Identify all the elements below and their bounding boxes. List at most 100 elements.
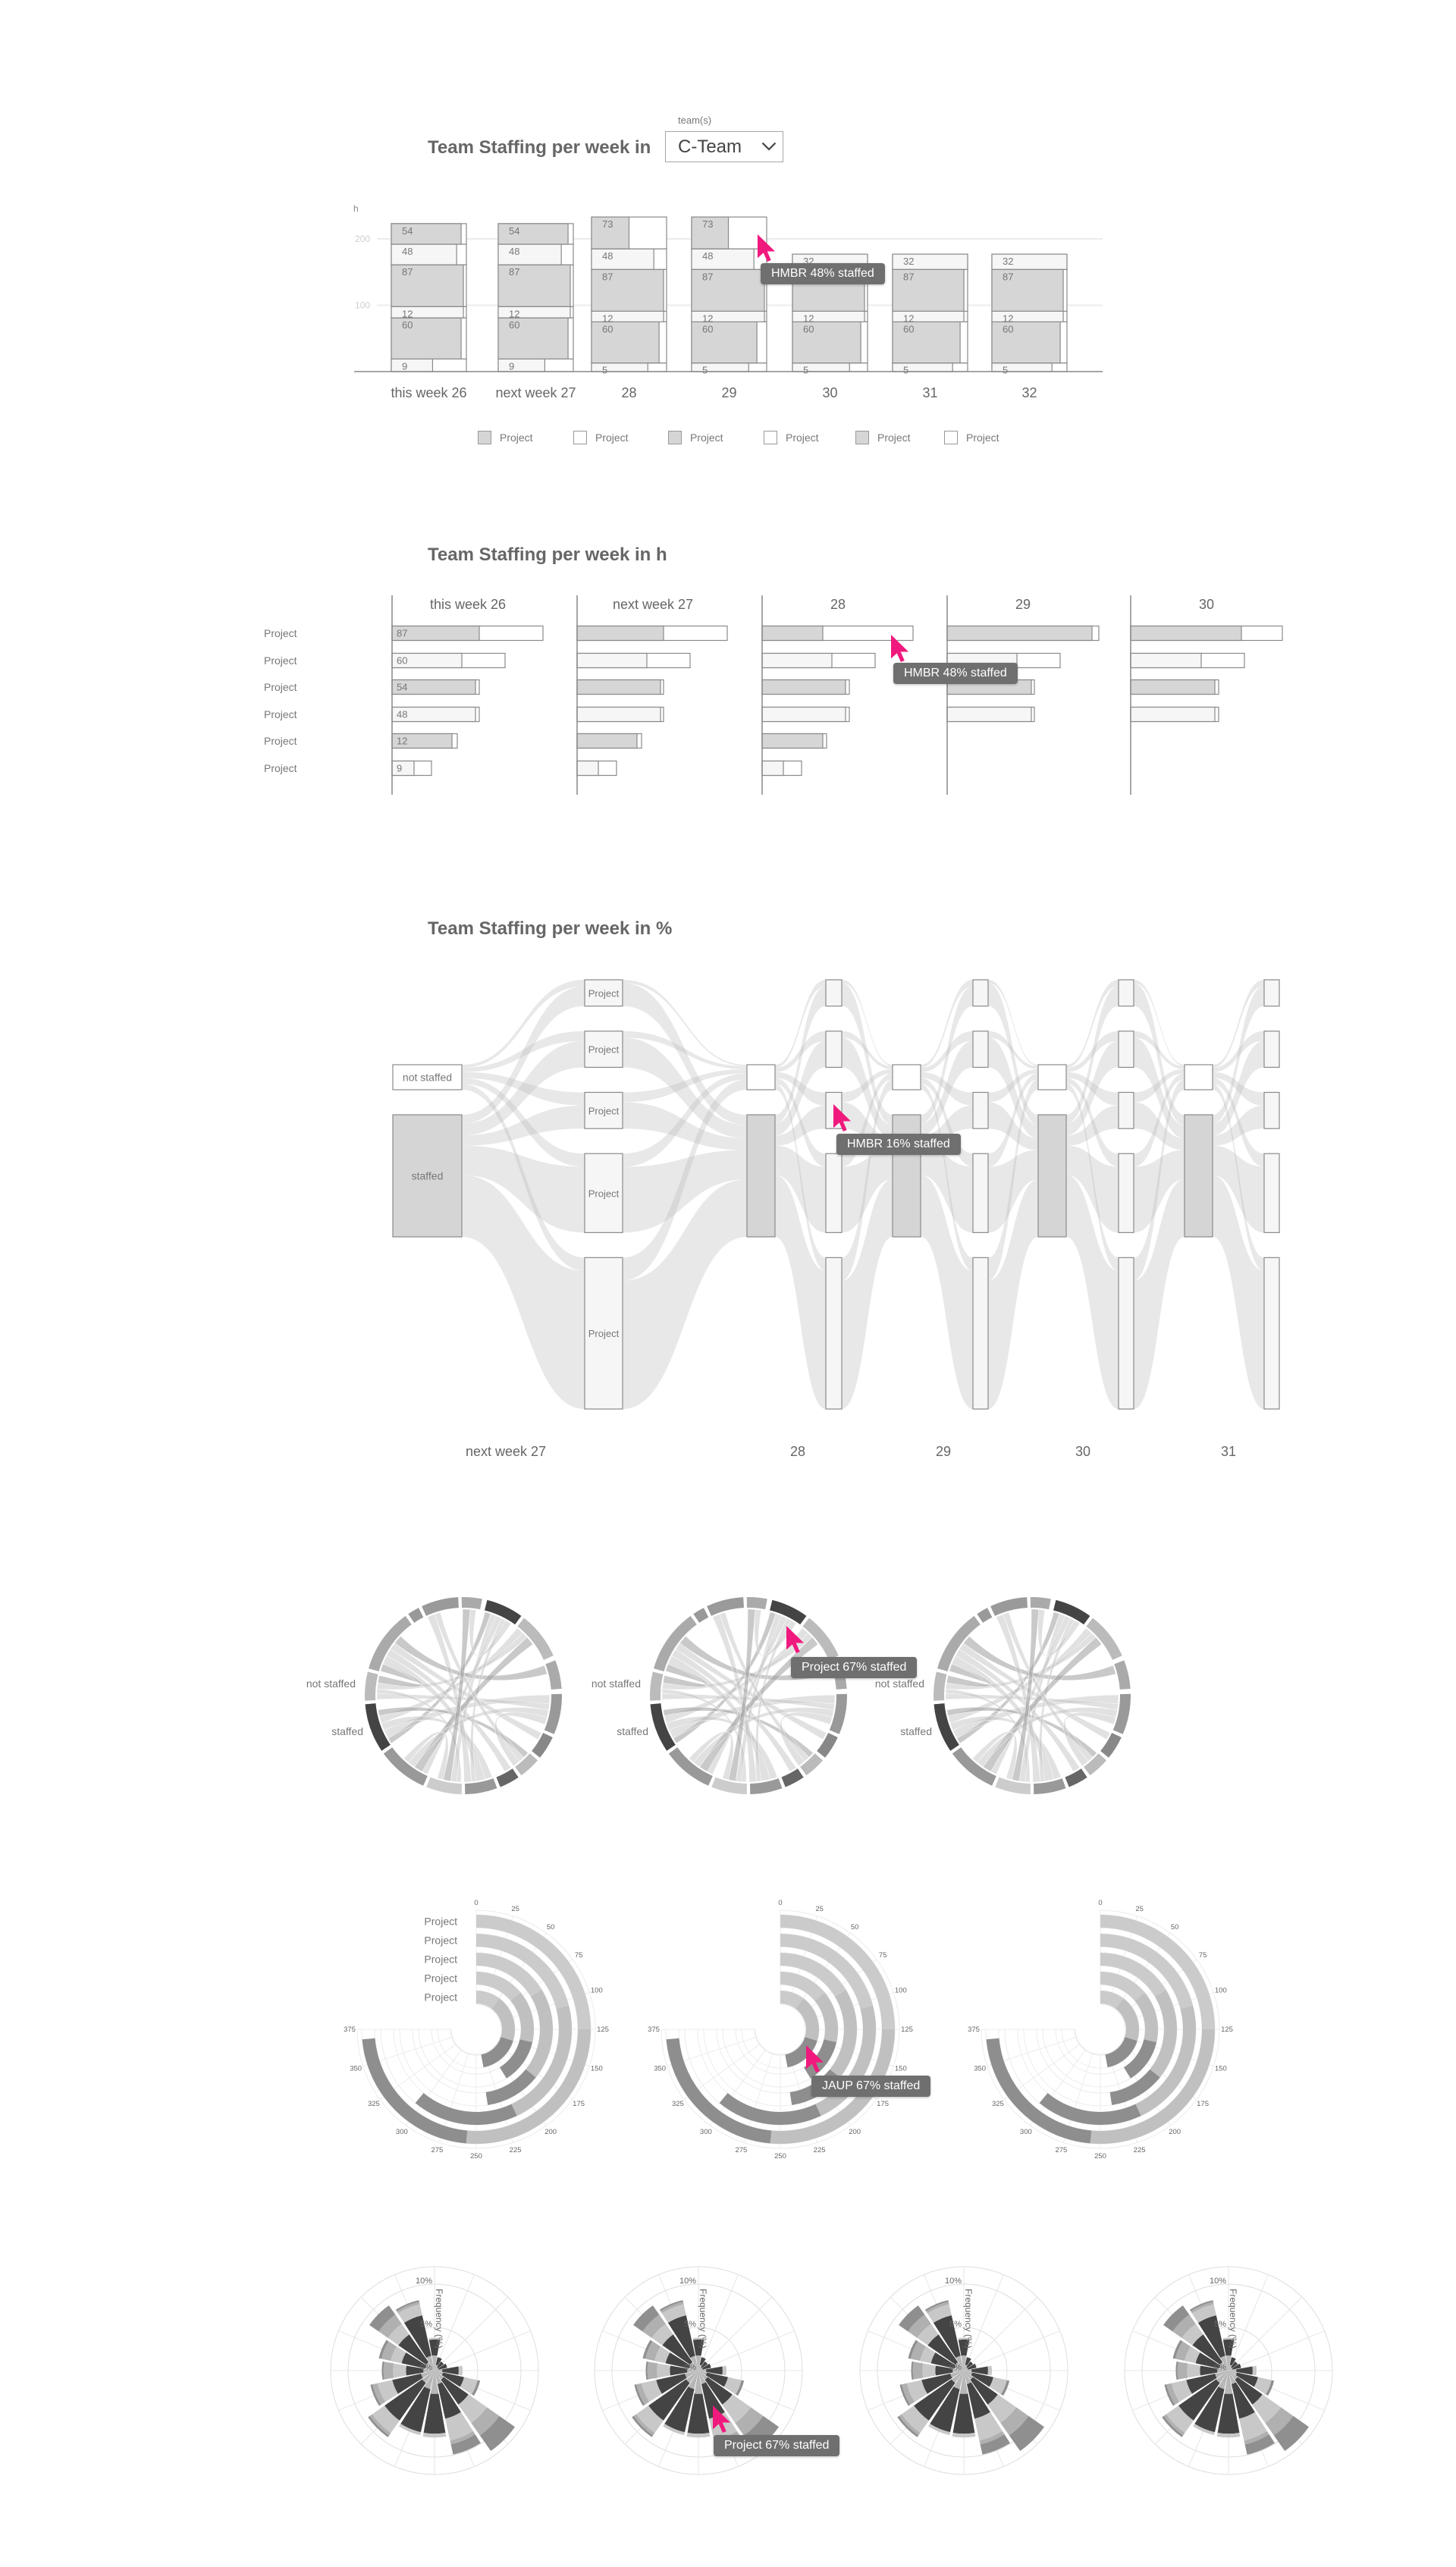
- sankey-link[interactable]: [462, 1072, 585, 1106]
- wind-rose-wedge[interactable]: [698, 2367, 702, 2371]
- wind-rose-wedge[interactable]: [460, 2377, 478, 2395]
- project-node[interactable]: [825, 1153, 843, 1233]
- sankey-link[interactable]: [1134, 1031, 1185, 1069]
- wind-rose-wedge[interactable]: [686, 2432, 711, 2438]
- wind-rose-wedge[interactable]: [927, 2304, 952, 2324]
- wind-rose-wedge[interactable]: [692, 2337, 704, 2340]
- chord-group-arc[interactable]: [952, 1747, 996, 1786]
- sankey-link[interactable]: [623, 1102, 747, 1150]
- wind-rose-wedge[interactable]: [1228, 2371, 1238, 2380]
- wind-rose-wedge[interactable]: [958, 2337, 970, 2340]
- sankey-link[interactable]: [842, 1079, 893, 1281]
- bar[interactable]: 54: [391, 679, 480, 695]
- radial-bar-segment[interactable]: [814, 1992, 839, 2043]
- sankey-link[interactable]: [462, 1084, 585, 1271]
- wind-rose-wedge[interactable]: [955, 2361, 964, 2371]
- radial-bar-segment[interactable]: [1134, 1992, 1159, 2043]
- chord-group-arc[interactable]: [995, 1777, 1031, 1794]
- wind-rose-wedge[interactable]: [369, 2414, 391, 2436]
- chord-group-arc[interactable]: [711, 1777, 747, 1794]
- wind-rose-wedge[interactable]: [951, 2371, 964, 2383]
- chord-group-arc[interactable]: [408, 1608, 424, 1623]
- bar-segment[interactable]: 60: [391, 317, 467, 359]
- sankey-link[interactable]: [775, 1072, 826, 1106]
- wind-rose-wedge[interactable]: [450, 2434, 481, 2455]
- wind-rose-wedge[interactable]: [1222, 2339, 1235, 2356]
- wind-rose-wedge[interactable]: [698, 2369, 707, 2372]
- sankey-link[interactable]: [1134, 1102, 1185, 1150]
- sankey-link[interactable]: [462, 986, 585, 1124]
- sankey-link[interactable]: [1134, 1179, 1185, 1409]
- bar-segment[interactable]: 9: [497, 358, 574, 372]
- wind-rose-wedge[interactable]: [950, 2371, 964, 2378]
- wind-rose-wedge[interactable]: [662, 2334, 693, 2365]
- sankey-link[interactable]: [988, 980, 1038, 1066]
- project-node[interactable]: [1118, 1091, 1134, 1129]
- wind-rose-wedge[interactable]: [1189, 2300, 1213, 2311]
- wind-rose-wedge[interactable]: [690, 2355, 698, 2371]
- sankey-link[interactable]: [462, 1031, 585, 1072]
- bar-segment[interactable]: 12: [892, 310, 968, 324]
- bar-segment[interactable]: 5: [691, 362, 767, 376]
- chord-ribbon[interactable]: [719, 1611, 810, 1762]
- sankey-link[interactable]: [842, 1179, 893, 1409]
- wind-rose-wedge[interactable]: [1009, 2415, 1044, 2451]
- bar-segment[interactable]: 48: [691, 248, 767, 270]
- wind-rose-wedge[interactable]: [922, 2363, 936, 2378]
- project-node[interactable]: [972, 1257, 989, 1410]
- status-node[interactable]: [746, 1114, 776, 1238]
- wind-rose-wedge[interactable]: [393, 2363, 406, 2378]
- sankey-link[interactable]: [921, 1072, 973, 1106]
- sankey-link[interactable]: [775, 1031, 826, 1072]
- wind-rose-wedge[interactable]: [1216, 2432, 1241, 2438]
- bar-segment[interactable]: 5: [792, 362, 868, 376]
- wind-rose-wedge[interactable]: [1235, 2372, 1258, 2387]
- bar[interactable]: [576, 625, 728, 642]
- wind-rose-wedge[interactable]: [924, 2300, 949, 2311]
- legend-item[interactable]: Project: [855, 431, 911, 444]
- radial-bar-segment[interactable]: [476, 1991, 500, 2009]
- wind-rose-wedge[interactable]: [633, 2305, 660, 2332]
- wind-rose-wedge[interactable]: [1252, 2394, 1282, 2424]
- chord-group-arc[interactable]: [1112, 1693, 1131, 1734]
- wind-rose-wedge[interactable]: [397, 2304, 422, 2324]
- bar-segment[interactable]: 54: [497, 223, 574, 245]
- wind-rose-wedge[interactable]: [1222, 2337, 1235, 2340]
- sankey-link[interactable]: [775, 1078, 826, 1167]
- sankey-link[interactable]: [921, 1040, 973, 1136]
- wind-rose-wedge[interactable]: [1192, 2334, 1223, 2365]
- wind-rose-wedge[interactable]: [633, 2414, 655, 2436]
- bar[interactable]: [1130, 652, 1245, 669]
- radial-bar-segment[interactable]: [485, 2069, 536, 2105]
- wind-rose-wedge[interactable]: [397, 2302, 420, 2314]
- bar[interactable]: 48: [391, 706, 480, 723]
- chord-group-arc[interactable]: [817, 1733, 838, 1758]
- legend-item[interactable]: Project: [573, 431, 629, 444]
- status-node[interactable]: [892, 1064, 921, 1091]
- wind-rose-wedge[interactable]: [722, 2394, 752, 2424]
- bar[interactable]: [576, 760, 617, 777]
- wind-rose-wedge[interactable]: [1171, 2380, 1192, 2402]
- wind-rose-wedge[interactable]: [437, 2382, 461, 2419]
- wind-rose-wedge[interactable]: [659, 2300, 683, 2311]
- wind-rose-wedge[interactable]: [1273, 2415, 1309, 2451]
- wind-rose-wedge[interactable]: [1219, 2361, 1228, 2371]
- sankey-link[interactable]: [921, 980, 973, 1068]
- wind-rose-wedge[interactable]: [378, 2314, 402, 2338]
- chord-group-arc[interactable]: [668, 1747, 713, 1786]
- chord-group-arc[interactable]: [485, 1599, 522, 1625]
- chord-group-arc[interactable]: [532, 1733, 553, 1758]
- sankey-link[interactable]: [1066, 1078, 1119, 1167]
- radial-bar-segment[interactable]: [1100, 1953, 1166, 1997]
- wind-rose-wedge[interactable]: [952, 2393, 975, 2434]
- sankey-link[interactable]: [775, 980, 826, 1068]
- radial-bar-segment[interactable]: [986, 2038, 1092, 2144]
- wind-rose-wedge[interactable]: [723, 2377, 742, 2395]
- wind-rose-wedge[interactable]: [471, 2407, 500, 2436]
- chord-group-arc[interactable]: [1034, 1778, 1066, 1794]
- radial-bar-segment[interactable]: [1100, 1934, 1194, 2009]
- chord-group-arc[interactable]: [365, 1703, 391, 1751]
- bar-segment[interactable]: 5: [591, 362, 667, 376]
- bar-segment[interactable]: 5: [892, 362, 968, 376]
- wind-rose-wedge[interactable]: [964, 2367, 968, 2371]
